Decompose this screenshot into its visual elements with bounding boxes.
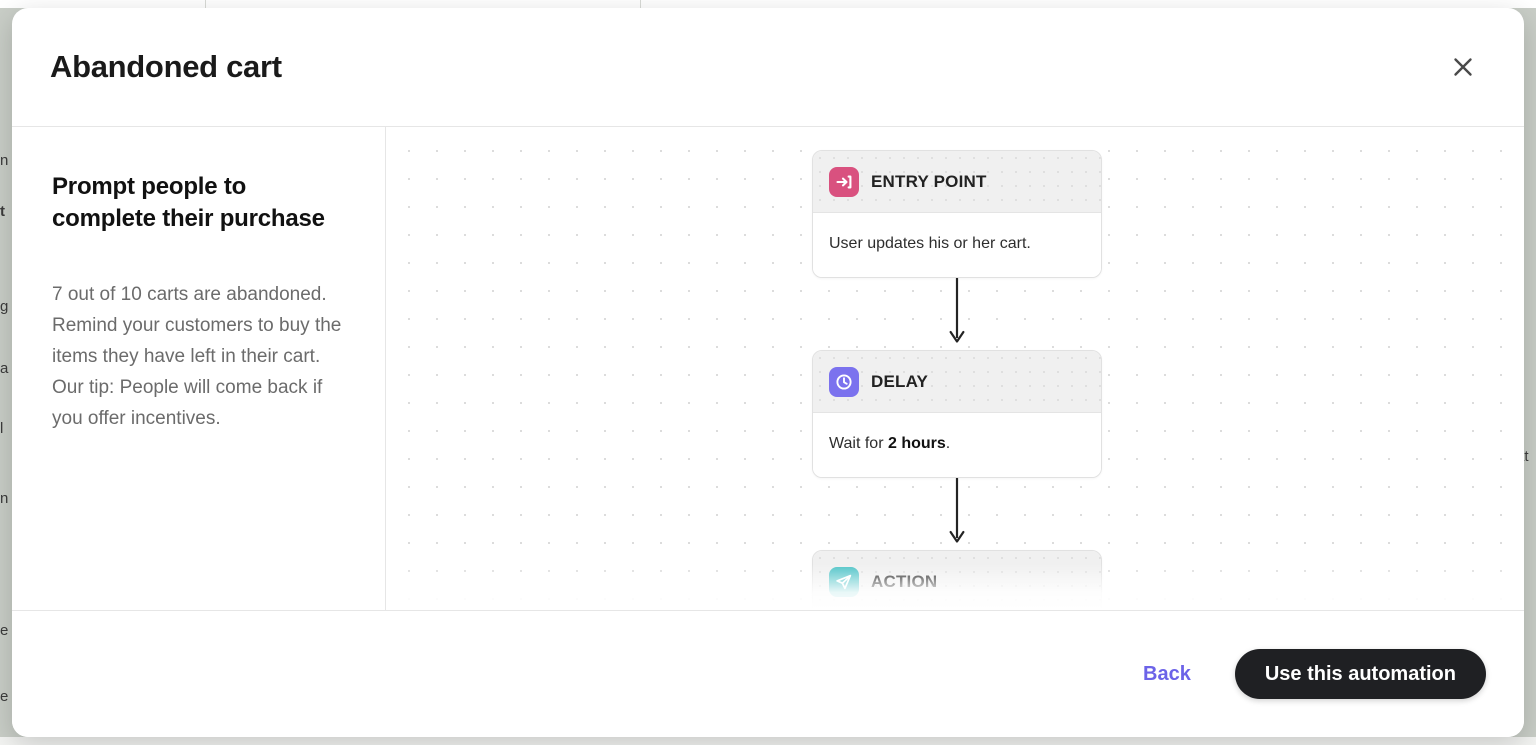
backdrop-text-fragment: a [0, 360, 9, 377]
flow-canvas[interactable]: ENTRY POINT User updates his or her cart… [386, 127, 1524, 610]
flow-node-body-prefix: Wait for [829, 435, 888, 452]
backdrop-column-divider [640, 0, 641, 10]
flow-node-action[interactable]: ACTION [812, 550, 1102, 610]
backdrop-text-fragment: e [0, 622, 9, 639]
backdrop-text-fragment: t [0, 203, 5, 220]
flow-node-label: ENTRY POINT [871, 171, 987, 191]
flow-node-entry-point[interactable]: ENTRY POINT User updates his or her cart… [812, 150, 1102, 278]
back-button[interactable]: Back [1133, 655, 1201, 694]
backdrop-text-fragment: g [0, 298, 9, 315]
flow-node-header: ACTION [813, 551, 1101, 610]
close-icon [1452, 56, 1474, 78]
use-this-automation-button[interactable]: Use this automation [1234, 649, 1486, 699]
modal-footer: Back Use this automation [12, 610, 1524, 737]
flow-node-delay[interactable]: DELAY Wait for 2 hours. [812, 350, 1102, 478]
backdrop-text-fragment: l [0, 420, 4, 437]
flow-node-header: ENTRY POINT [813, 151, 1101, 213]
flow-node-header: DELAY [813, 351, 1101, 413]
sign-in-arrow-icon [829, 166, 859, 197]
info-panel: Prompt people to complete their purchase… [12, 127, 386, 610]
modal-header: Abandoned cart [12, 8, 1524, 127]
flow-node-label: DELAY [871, 371, 929, 391]
flow-node-label: ACTION [871, 571, 938, 591]
flow-node-body: Wait for 2 hours. [813, 413, 1101, 477]
backdrop-text-fragment: n [0, 490, 9, 507]
backdrop-bottom-band [0, 737, 1536, 745]
flow-connector-arrow [812, 278, 1102, 350]
automation-detail-modal: Abandoned cart Prompt people to complete… [12, 8, 1524, 737]
info-description: 7 out of 10 carts are abandoned. Remind … [52, 284, 342, 429]
flow-node-body-strong: 2 hours [887, 435, 946, 452]
backdrop-column-divider [205, 0, 206, 10]
flow-node-body-text: User updates his or her cart. [829, 235, 1031, 252]
flow-connector-arrow [812, 478, 1102, 550]
info-heading: Prompt people to complete their purchase [52, 173, 325, 232]
backdrop-text-fragment: e [0, 688, 9, 705]
flow-node-stack: ENTRY POINT User updates his or her cart… [812, 150, 1102, 610]
clock-icon [829, 366, 859, 397]
modal-body: Prompt people to complete their purchase… [12, 127, 1524, 610]
backdrop-text-fragment: n [0, 152, 9, 169]
flow-node-body: User updates his or her cart. [813, 213, 1101, 277]
send-paper-plane-icon [829, 566, 859, 597]
flow-node-body-suffix: . [945, 435, 951, 452]
modal-title: Abandoned cart [50, 49, 282, 84]
flow-canvas-inner: ENTRY POINT User updates his or her cart… [386, 127, 1524, 610]
backdrop-top-strip [0, 0, 1536, 8]
close-button[interactable] [1446, 50, 1480, 84]
